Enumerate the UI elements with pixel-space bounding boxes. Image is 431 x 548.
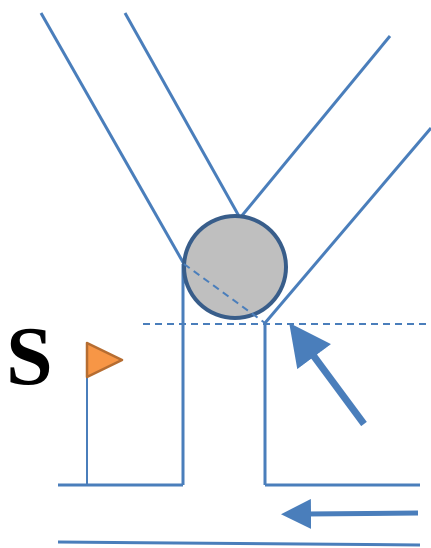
- flag-icon: [85, 341, 124, 379]
- s-label: S: [6, 310, 53, 403]
- dashed-diagonal: [183, 263, 266, 324]
- left-inner-wall: [123, 12, 242, 219]
- sphere-icon: [182, 214, 288, 320]
- left-outer-wall: [39, 12, 186, 265]
- arrow-up-left-icon: [289, 322, 367, 427]
- arrow-left-icon: [281, 498, 419, 529]
- right-inner-wall: [238, 35, 392, 219]
- floor-bottom: [57, 540, 421, 547]
- right-outer-wall: [263, 127, 431, 324]
